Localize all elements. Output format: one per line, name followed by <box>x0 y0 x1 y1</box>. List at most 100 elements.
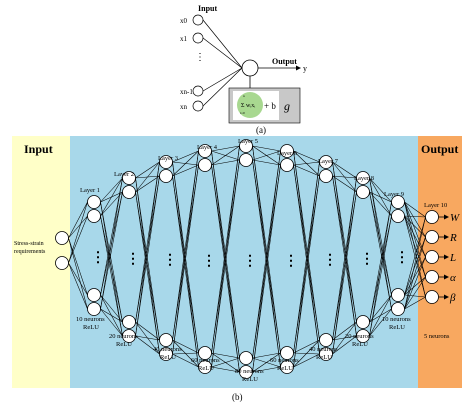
network-connection <box>404 236 426 310</box>
network-connection <box>332 177 357 341</box>
panel-a-input-ellipsis: ⋮ <box>195 52 205 63</box>
network-connection <box>404 276 426 296</box>
panel-a-plus-b: + b <box>264 101 276 111</box>
panel-a-output-var: y <box>303 64 307 73</box>
hidden-neuron <box>122 171 136 185</box>
network-connection <box>404 215 426 218</box>
layer-neuron-count: 5 neurons <box>424 333 450 340</box>
layer-name: Layer 5 <box>238 138 258 145</box>
network-connection <box>293 164 320 177</box>
network-connection <box>252 352 281 359</box>
hidden-layer-ellipsis: ⋮ <box>323 253 337 268</box>
network-connection <box>369 177 392 203</box>
panel-a-input-node <box>192 85 204 97</box>
output-variable-label: β <box>449 292 456 304</box>
network-connection <box>100 177 123 203</box>
network-connection <box>404 276 426 310</box>
layer-activation: ReLU <box>160 354 176 361</box>
network-connection <box>211 159 240 368</box>
network-connection <box>252 145 281 354</box>
hidden-neuron <box>87 302 101 316</box>
layer-neuron-count: 40 neurons <box>309 346 338 353</box>
layer-activation: ReLU <box>116 341 132 348</box>
network-connection <box>332 161 357 323</box>
network-connection <box>332 191 357 355</box>
layer-activation: ReLU <box>389 324 405 331</box>
hidden-neuron <box>391 288 405 302</box>
network-connection <box>293 339 320 368</box>
network-connection <box>293 161 320 166</box>
network-connection <box>172 150 199 163</box>
hidden-neuron <box>239 139 253 153</box>
network-connection <box>100 308 123 323</box>
network-connection <box>100 177 123 217</box>
network-connection <box>404 201 426 218</box>
network-connection <box>135 161 160 179</box>
hidden-neuron <box>122 329 136 343</box>
network-connection <box>211 145 240 368</box>
hidden-neuron <box>198 144 212 158</box>
hidden-neuron <box>356 185 370 199</box>
network-connection <box>211 366 240 373</box>
hidden-neuron <box>280 144 294 158</box>
network-connection <box>100 177 123 310</box>
network-connection <box>68 201 88 239</box>
network-connection <box>100 215 123 323</box>
network-connection <box>211 357 240 368</box>
output-arrowhead <box>444 214 449 220</box>
network-connection <box>404 236 426 296</box>
output-variable-label: L <box>449 252 456 264</box>
network-connection <box>252 366 281 373</box>
hidden-layer-ellipsis: ⋮ <box>284 254 298 269</box>
hidden-neuron <box>356 329 370 343</box>
hidden-neuron <box>356 171 370 185</box>
network-connection <box>293 353 320 368</box>
network-connection <box>332 335 357 355</box>
network-connection <box>332 175 357 193</box>
hidden-neuron <box>319 347 333 361</box>
network-connection <box>211 159 240 166</box>
network-connection <box>172 150 199 341</box>
panel-a-input-label: x0 <box>180 17 188 25</box>
layer-name: Layer 7 <box>318 158 339 165</box>
network-connection <box>135 191 160 341</box>
output-panel-title: Output <box>421 142 458 156</box>
hidden-layer-ellipsis: ⋮ <box>243 254 257 269</box>
network-connection <box>100 191 123 217</box>
hidden-neuron <box>87 209 101 223</box>
network-connection <box>293 339 320 354</box>
network-connection <box>211 145 240 166</box>
hidden-neuron <box>159 333 173 347</box>
hidden-neuron <box>280 360 294 374</box>
network-connection <box>404 256 426 310</box>
hidden-neuron <box>319 155 333 169</box>
network-connection <box>252 150 281 373</box>
layer-neuron-count: 10 neurons <box>382 316 411 323</box>
panel-a-weight-arrow <box>202 19 243 69</box>
output-neuron <box>425 230 439 244</box>
hidden-neuron <box>239 365 253 379</box>
panel-b-caption: (b) <box>232 392 243 402</box>
output-neuron <box>425 270 439 284</box>
network-connection <box>369 191 392 310</box>
network-connection <box>404 215 426 258</box>
hidden-neuron <box>122 315 136 329</box>
network-connection <box>293 150 320 163</box>
network-connection <box>293 164 320 341</box>
network-connection <box>135 161 160 323</box>
panel-a-sum-circle <box>237 92 263 118</box>
layer-name: Layer 3 <box>158 155 178 162</box>
panel-a-output-arrowhead <box>296 65 301 71</box>
network-connection <box>172 175 199 368</box>
hidden-layer-ellipsis: ⋮ <box>202 254 216 269</box>
layer-name: Layer 10 <box>424 202 447 209</box>
hidden-neuron <box>198 346 212 360</box>
output-arrowhead <box>444 274 449 280</box>
panel-a-input-label: xn-1 <box>180 88 193 96</box>
hidden-neuron <box>239 351 253 365</box>
network-connection <box>68 215 88 239</box>
